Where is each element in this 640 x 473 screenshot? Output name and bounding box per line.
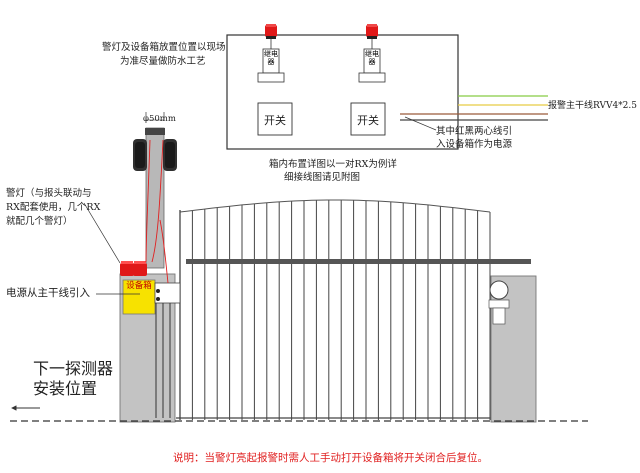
warning-lights [120,261,147,276]
equipment-box-label: 设备箱 [126,281,152,291]
box-layout-note-2: 细接线图请见附图 [284,172,361,183]
equipment-box [122,279,156,315]
warning-lamp-note: 警灯（与报头联动与 [6,188,92,199]
warning-light-note: 警灯及设备箱放置位置以现场 [102,42,226,53]
junction-box [154,282,181,304]
alarm-trunk-label: 报警主干线RVV4*2.5 [548,101,637,111]
relay-label-right: 继电器 [365,50,379,66]
warning-lamp-note-2: RX配套使用，几个RX [6,202,101,213]
gate-top-rail [179,199,491,213]
relay-label-left: 继电器 [264,50,278,66]
right-pillar [488,275,537,423]
leader-line [83,202,121,264]
switch-label-right: 开关 [357,114,379,127]
sliding-gate [176,199,531,420]
core-wire-note: 其中红黑两心线引 [436,126,513,137]
warning-lamp-note-3: 就配几个警灯） [6,216,73,227]
diameter-label: φ50mm [143,114,176,124]
red-signal-wires [145,139,169,284]
box-layout-note: 箱内布置详图以一对RX为例详 [269,159,397,170]
power-source-note: 电源从主干线引入 [6,287,90,299]
next-detector-label-2: 安装位置 [33,379,98,398]
warning-lamp-icon [120,263,134,276]
detector-pole [133,127,177,269]
switch-left [257,102,293,136]
gate-horizontal-beam [186,259,531,264]
warning-lamp-icon [265,25,277,37]
warning-light-note-2: 为准尽量做防水工艺 [120,56,206,67]
cable-conduits [155,303,171,418]
control-box-detail [226,24,459,150]
switch-right [350,102,386,136]
warning-lamp-icon [133,263,147,276]
warning-lamp-icon [366,25,378,37]
receiver-lamp-icon [489,280,509,300]
bottom-note: 说明：当警灯亮起报警时需人工手动打开设备箱将开关闭合后复位。 [173,452,488,464]
next-detector-label: 下一探测器 [33,359,114,378]
core-wire-note-2: 入设备箱作为电源 [436,139,513,150]
trunk-wires [400,95,548,131]
switch-label-left: 开关 [264,114,286,127]
